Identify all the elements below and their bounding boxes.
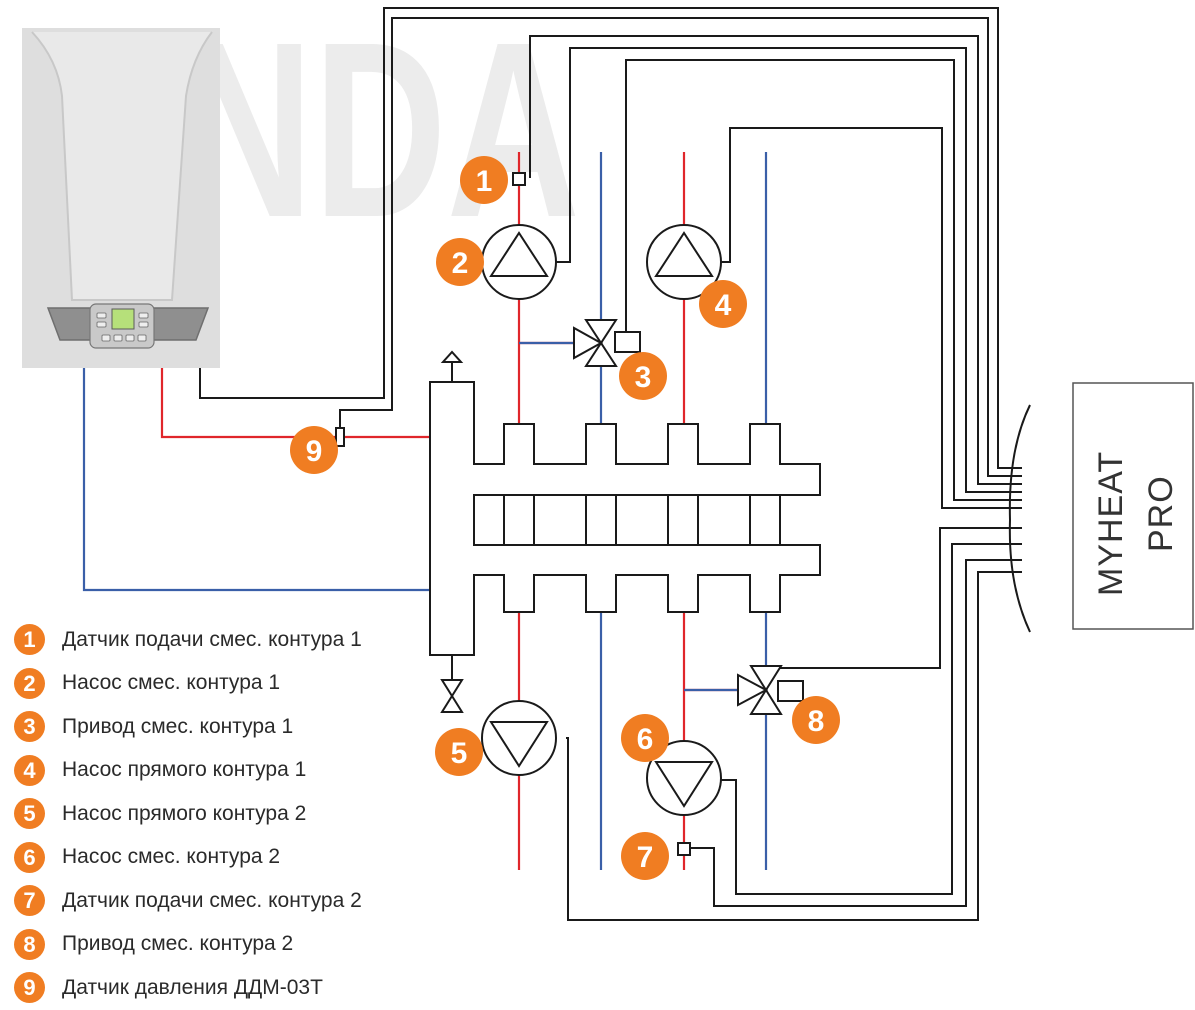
badge-4: 4 xyxy=(699,280,747,328)
legend-text: Датчик подачи смес. контура 2 xyxy=(62,888,362,912)
legend-text: Насос прямого контура 1 xyxy=(62,758,307,782)
legend-badge: 9 xyxy=(14,972,45,1004)
legend-text: Насос прямого контура 2 xyxy=(62,801,307,825)
badge-9: 9 xyxy=(290,426,338,474)
legend-item: 9 Датчик давления ДДМ-03Т xyxy=(14,966,434,1010)
badges: 1 2 3 4 5 6 7 8 9 xyxy=(290,156,840,880)
legend-item: 8 Привод смес. контура 2 xyxy=(14,923,434,967)
return-pipes xyxy=(82,152,768,870)
legend-item: 1 Датчик подачи смес. контура 1 xyxy=(14,618,434,662)
legend-badge: 1 xyxy=(14,624,45,656)
hydraulic-manifold xyxy=(429,381,821,656)
legend-text: Привод смес. контура 2 xyxy=(62,932,294,956)
legend-badge: 8 xyxy=(14,928,45,960)
pump-5 xyxy=(481,700,557,776)
badge-8: 8 xyxy=(792,696,840,744)
legend-item: 3 Привод смес. контура 1 xyxy=(14,705,434,749)
svg-text:9: 9 xyxy=(306,435,323,468)
mixing-valve-3 xyxy=(573,319,641,367)
drain-valve xyxy=(440,655,464,713)
control-wires xyxy=(199,7,1022,921)
legend-badge: 5 xyxy=(14,798,45,830)
legend-item: 6 Насос смес. контура 2 xyxy=(14,836,434,880)
legend-item: 5 Насос прямого контура 2 xyxy=(14,792,434,836)
svg-text:7: 7 xyxy=(637,841,654,874)
supply-sensor-1 xyxy=(512,172,526,186)
legend-badge: 4 xyxy=(14,754,45,786)
controller-label-pro: PRO xyxy=(1142,475,1180,552)
svg-text:5: 5 xyxy=(451,737,468,770)
legend-text: Датчик давления ДДМ-03Т xyxy=(62,975,323,999)
badge-2: 2 xyxy=(436,238,484,286)
svg-text:4: 4 xyxy=(715,289,732,322)
pressure-sensor xyxy=(335,427,345,447)
badge-7: 7 xyxy=(621,832,669,880)
svg-text:3: 3 xyxy=(635,361,652,394)
watermark-text: NDA xyxy=(180,0,580,269)
svg-text:2: 2 xyxy=(452,247,469,280)
pump-2 xyxy=(481,224,557,300)
supply-sensor-2 xyxy=(677,842,691,856)
badge-3: 3 xyxy=(619,352,667,400)
air-vent xyxy=(440,350,464,382)
mixing-valve-8 xyxy=(737,665,804,715)
legend-text: Насос смес. контура 2 xyxy=(62,845,281,869)
legend-badge: 3 xyxy=(14,711,45,743)
legend-badge: 6 xyxy=(14,841,45,873)
badge-1: 1 xyxy=(460,156,508,204)
legend-item: 4 Насос прямого контура 1 xyxy=(14,749,434,793)
legend-item: 2 Насос смес. контура 1 xyxy=(14,662,434,706)
legend-item: 7 Датчик подачи смес. контура 2 xyxy=(14,879,434,923)
svg-text:8: 8 xyxy=(808,705,825,738)
svg-text:6: 6 xyxy=(637,723,654,756)
myheat-controller: MYHEAT PRO xyxy=(1008,382,1194,633)
badge-5: 5 xyxy=(435,728,483,776)
boiler-unit xyxy=(22,28,220,368)
legend-text: Насос смес. контура 1 xyxy=(62,671,281,695)
badge-6: 6 xyxy=(621,714,669,762)
legend-badge: 2 xyxy=(14,667,45,699)
svg-text:1: 1 xyxy=(476,165,493,198)
pump-6 xyxy=(646,740,722,816)
legend-text: Датчик подачи смес. контура 1 xyxy=(62,627,362,651)
controller-label-myheat: MYHEAT xyxy=(1092,451,1130,596)
legend-badge: 7 xyxy=(14,885,45,917)
legend-text: Привод смес. контура 1 xyxy=(62,714,294,738)
pump-4 xyxy=(646,224,722,300)
